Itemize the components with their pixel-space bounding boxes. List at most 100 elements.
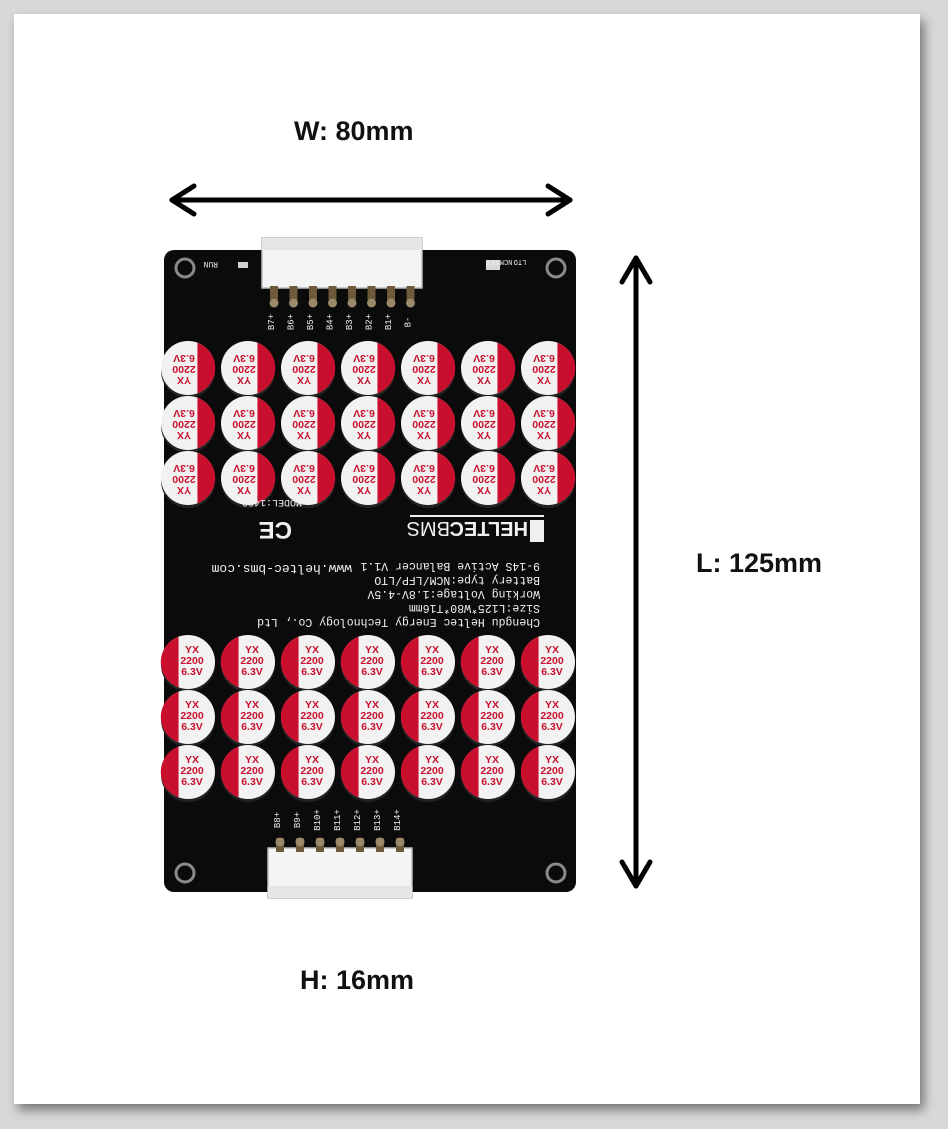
connector-pin: B- — [404, 286, 415, 327]
capacitor-text: 6.3V — [361, 721, 383, 733]
capacitor-text: YX — [545, 754, 559, 766]
capacitor-text: 2200 — [180, 765, 204, 777]
website-text: www.heltec-bms.com — [211, 561, 352, 576]
capacitor-text: YX — [425, 644, 439, 656]
capacitor-text: YX — [305, 699, 319, 711]
mode-label: LTO — [514, 257, 527, 265]
capacitor-text: 6.3V — [421, 721, 443, 733]
capacitor-text: 2200 — [532, 363, 556, 375]
capacitor-text: YX — [545, 699, 559, 711]
capacitor-bank-top: YX22006.3VYX22006.3VYX22006.3VYX22006.3V… — [161, 341, 576, 508]
capacitor-text: 6.3V — [353, 407, 375, 419]
capacitor-text: 2200 — [480, 765, 504, 777]
capacitor-text: 6.3V — [533, 462, 555, 474]
capacitor-text: YX — [417, 374, 431, 386]
connector-pin: B11+ — [333, 809, 345, 852]
connector-pin: B5+ — [306, 286, 318, 330]
info-line: Size:L125*W80*T16mm — [409, 601, 540, 614]
connector-pin: B2+ — [365, 286, 376, 330]
connector-pin: B7+ — [267, 286, 279, 330]
brand-logo: HELTEC BMS — [407, 515, 544, 542]
capacitor-text: YX — [237, 429, 251, 441]
brand-text: HELTEC — [449, 517, 528, 539]
run-led — [238, 262, 248, 268]
mounting-hole — [545, 257, 567, 279]
capacitor-text: YX — [185, 644, 199, 656]
capacitor-text: 2200 — [360, 710, 384, 722]
capacitor-text: YX — [537, 429, 551, 441]
pin-label: B1+ — [384, 314, 394, 330]
mode-label: LFP — [486, 257, 499, 265]
capacitor-text: 2200 — [420, 765, 444, 777]
capacitor-text: YX — [305, 644, 319, 656]
capacitor-text: YX — [245, 754, 259, 766]
capacitor-text: 6.3V — [293, 407, 315, 419]
capacitor-text: 6.3V — [233, 352, 255, 364]
connector-pin: B6+ — [287, 286, 298, 330]
capacitor-text: 2200 — [532, 418, 556, 430]
capacitor-text: 6.3V — [353, 352, 375, 364]
pin-label: B4+ — [326, 314, 336, 330]
length-dimension-label: L: 125mm — [696, 548, 823, 578]
capacitor-text: YX — [237, 484, 251, 496]
capacitor-text: 2200 — [180, 655, 204, 667]
connector-pin: B9+ — [293, 812, 305, 852]
capacitor-text: 2200 — [532, 473, 556, 485]
height-dimension-label: H: 16mm — [300, 965, 415, 995]
capacitor-text: YX — [485, 699, 499, 711]
capacitor-text: YX — [485, 754, 499, 766]
capacitor-text: 2200 — [352, 418, 376, 430]
capacitor-text: YX — [245, 644, 259, 656]
pin-label: B14+ — [393, 809, 403, 831]
capacitor-bank-bottom: YX22006.3VYX22006.3VYX22006.3VYX22006.3V… — [160, 635, 575, 802]
capacitor-text: 6.3V — [481, 721, 503, 733]
capacitor-text: 6.3V — [481, 776, 503, 788]
capacitor-text: 2200 — [540, 655, 564, 667]
pin-label: B8+ — [273, 812, 283, 828]
capacitor-text: YX — [297, 429, 311, 441]
capacitor-text: YX — [357, 374, 371, 386]
capacitor-text: YX — [177, 484, 191, 496]
info-line: Working Voltage:1.8V-4.5V — [367, 587, 540, 600]
capacitor-text: 2200 — [300, 655, 324, 667]
capacitor-text: 6.3V — [241, 721, 263, 733]
capacitor-text: YX — [365, 699, 379, 711]
mode-label: NCM — [500, 257, 513, 265]
connector-pin: B14+ — [393, 809, 405, 852]
connector-pin: B1+ — [384, 286, 396, 330]
pin-label: B7+ — [267, 314, 277, 330]
connector-pin: B10+ — [313, 809, 325, 852]
capacitor-text: 6.3V — [541, 666, 563, 678]
capacitor-text: 6.3V — [541, 776, 563, 788]
pin-label: B5+ — [306, 314, 316, 330]
pin-label: B6+ — [287, 314, 297, 330]
capacitor-text: 6.3V — [181, 776, 203, 788]
pin-label: B9+ — [293, 812, 303, 828]
connector-pin: B4+ — [326, 286, 337, 330]
ce-mark: CE — [259, 516, 292, 543]
capacitor-text: YX — [477, 484, 491, 496]
capacitor-text: 6.3V — [293, 462, 315, 474]
capacitor-text: YX — [477, 429, 491, 441]
capacitor-text: 2200 — [232, 418, 256, 430]
capacitor-text: 6.3V — [301, 776, 323, 788]
capacitor-text: YX — [177, 429, 191, 441]
